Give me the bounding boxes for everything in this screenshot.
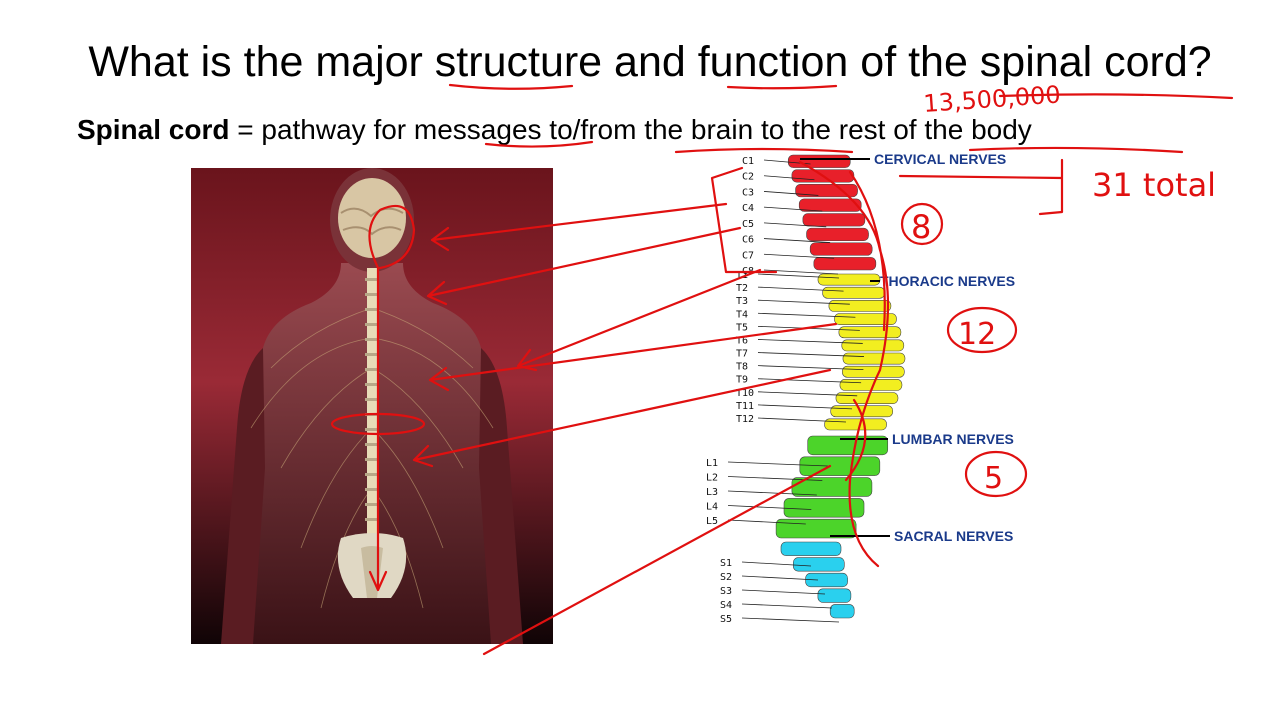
sacral-vertebra <box>829 604 855 619</box>
human-back-illustration <box>191 168 553 644</box>
subtitle-definition: = pathway for messages to/from the brain… <box>229 114 1032 145</box>
cervical-vertebra <box>798 198 862 212</box>
vertebra-label-l5: L5 <box>706 516 718 527</box>
vertebra-label-t2: T2 <box>736 283 748 294</box>
vertebra-label-c5: C5 <box>742 219 754 230</box>
cervical-vertebra <box>806 227 869 242</box>
vertebra-label-l4: L4 <box>706 502 718 513</box>
vertebra-leader-line <box>763 269 839 275</box>
subtitle-term: Spinal cord <box>77 114 230 145</box>
cervical-vertebra <box>791 169 855 183</box>
thoracic-vertebra <box>828 300 892 312</box>
thoracic-vertebra <box>824 418 887 431</box>
vertebra-label-c2: C2 <box>742 172 754 183</box>
vertebra-label-c4: C4 <box>742 203 754 214</box>
vertebra-label-t7: T7 <box>736 349 748 360</box>
cervical-vertebra <box>809 242 873 256</box>
vertebra-label-t1: T1 <box>736 270 748 281</box>
vertebra-label-t9: T9 <box>736 375 748 386</box>
spinal-column-diagram: C1C2C3C4C5C6C7C8T1T2T3T4T5T6T7T8T9T10T11… <box>706 151 1015 625</box>
thoracic-vertebra <box>842 365 905 378</box>
slide-title: What is the major structure and function… <box>88 38 1212 86</box>
cervical-vertebra <box>795 183 858 198</box>
cervical-vertebra <box>787 154 851 168</box>
vertebra-label-t12: T12 <box>736 414 754 425</box>
thoracic-vertebra <box>841 339 905 352</box>
vertebra-label-t6: T6 <box>736 335 748 346</box>
vertebra-label-s5: S5 <box>720 614 732 625</box>
vertebra-leader-line <box>741 617 840 623</box>
total-nerves-note: 31 total <box>1092 166 1216 204</box>
sacral-vertebra <box>793 557 845 572</box>
lumbar-nerves-label: LUMBAR NERVES <box>892 431 1014 447</box>
sacral-vertebra <box>780 541 842 556</box>
vertebra-label-t8: T8 <box>736 362 748 373</box>
sacral-vertebra <box>817 588 852 603</box>
thoracic-vertebra <box>842 352 906 365</box>
thoracic-vertebra <box>822 286 885 299</box>
vertebra-label-t4: T4 <box>736 309 748 320</box>
cervical-nerves-label: CERVICAL NERVES <box>874 151 1006 167</box>
vertebra-label-c1: C1 <box>742 156 754 167</box>
vertebra-label-l1: L1 <box>706 458 718 469</box>
vertebra-label-c7: C7 <box>742 250 754 261</box>
vertebra-label-s3: S3 <box>720 586 732 597</box>
thoracic-vertebra <box>830 405 894 418</box>
vertebra-label-t10: T10 <box>736 388 754 399</box>
cervical-vertebra <box>802 213 866 227</box>
vertebra-label-s2: S2 <box>720 572 732 583</box>
lumbar-vertebra <box>799 456 881 476</box>
thoracic-nerves-label: THORACIC NERVES <box>880 273 1015 289</box>
slide-subtitle: Spinal cord = pathway for messages to/fr… <box>77 114 1032 146</box>
lumbar-vertebra <box>783 498 865 518</box>
cervical-vertebra <box>813 257 877 271</box>
vertebra-label-s1: S1 <box>720 558 732 569</box>
lumbar-vertebra <box>791 477 873 497</box>
thoracic-vertebra <box>817 273 881 286</box>
vertebra-label-l3: L3 <box>706 487 718 498</box>
vertebra-label-l2: L2 <box>706 473 718 484</box>
vertebra-label-c6: C6 <box>742 235 754 246</box>
vertebra-label-s4: S4 <box>720 600 732 611</box>
thoracic-vertebra <box>835 392 899 404</box>
vertebra-label-c3: C3 <box>742 187 754 198</box>
vertebra-label-t3: T3 <box>736 296 748 307</box>
sacral-nerves-label: SACRAL NERVES <box>894 528 1013 544</box>
underline-spinal-cord <box>998 93 1234 100</box>
thoracic-vertebra <box>834 313 897 325</box>
thoracic-vertebra <box>839 379 903 391</box>
vertebra-leader-line <box>741 589 826 595</box>
thoracic-vertebra <box>838 326 902 339</box>
vertebra-label-t11: T11 <box>736 401 754 412</box>
vertebra-label-t5: T5 <box>736 322 748 333</box>
vertebra-leader-line <box>741 603 833 609</box>
